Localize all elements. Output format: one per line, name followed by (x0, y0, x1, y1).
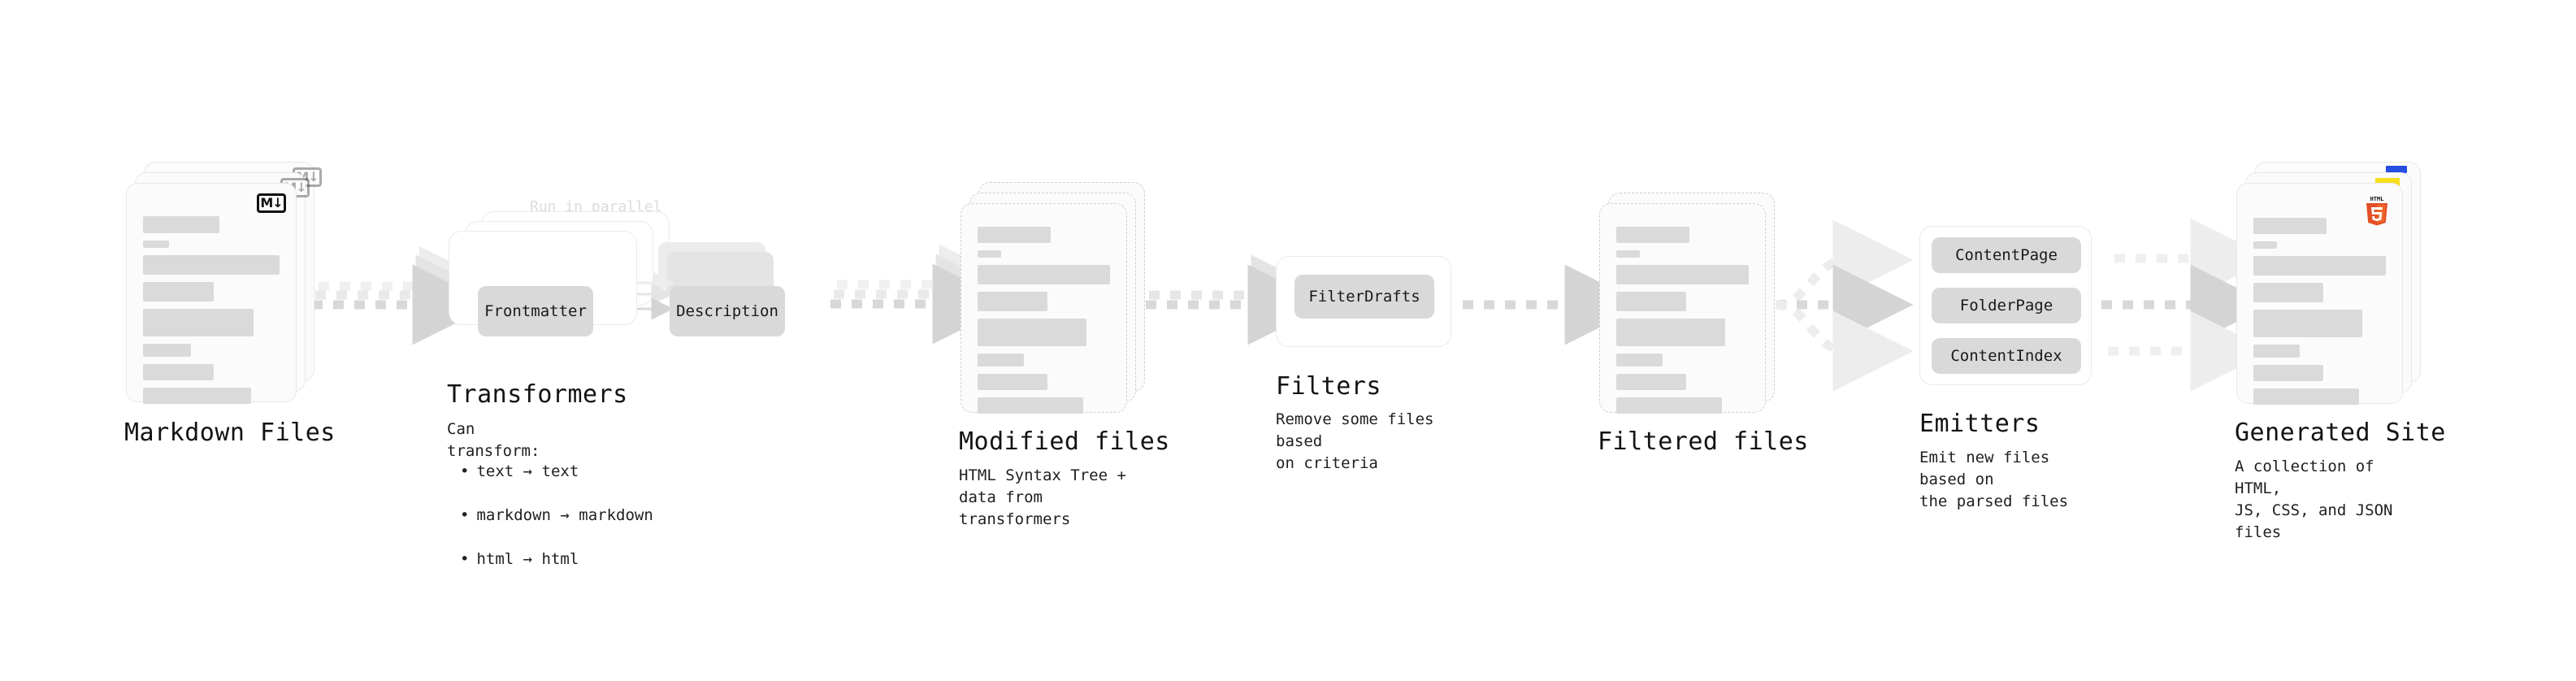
bullet-item: markdown → markdown (460, 505, 653, 527)
transformer-pill-frontmatter[interactable]: Frontmatter (478, 286, 593, 336)
emitters-group-box: ContentPage FolderPage ContentIndex (1919, 226, 2092, 385)
stage-filtered-files: Filtered files (1598, 193, 1808, 456)
file-content-placeholder (978, 227, 1110, 421)
emitter-pill-contentpage[interactable]: ContentPage (1932, 237, 2081, 273)
stage-desc-emitters: Emit new files based on the parsed files (1919, 449, 2069, 510)
html5-icon: HTML (2363, 193, 2391, 226)
stage-title-filters: Filters (1276, 372, 1381, 401)
bullet-item: text → text (460, 461, 653, 483)
stage-title-modified-files: Modified files (959, 427, 1170, 456)
run-in-parallel-label: Run in parallel (530, 198, 662, 215)
file-content-placeholder (143, 216, 280, 411)
arrow-modified-to-filters (1146, 254, 1332, 345)
filters-group-box: FilterDrafts (1276, 256, 1451, 347)
file-card-front: HTML (2236, 183, 2403, 405)
generated-card-stack: HTML (2236, 162, 2421, 405)
bullet-item: html → html (460, 549, 653, 570)
stage-desc-modified-files: HTML Syntax Tree + data from transformer… (959, 466, 1126, 528)
file-content-placeholder (1616, 227, 1749, 421)
stage-desc-transformers: Can transform: (447, 420, 540, 460)
file-card-front (1599, 203, 1766, 414)
stage-filters: FilterDrafts Filters Remove some files b… (1276, 256, 1451, 472)
stage-desc-generated-site: A collection of HTML, JS, CSS, and JSON … (2235, 458, 2393, 541)
stage-desc-filters: Remove some files based on criteria (1276, 410, 1434, 472)
arrow-transformers-to-modified (830, 244, 1020, 345)
markdown-card-stack: M↓ M↓ M↓ (126, 162, 322, 404)
svg-text:HTML: HTML (2370, 196, 2384, 202)
transformer-bullet-list: text → text markdown → markdown html → h… (460, 439, 653, 592)
filtered-card-stack (1599, 193, 1775, 414)
stage-title-filtered-files: Filtered files (1598, 427, 1809, 456)
stage-markdown-files: M↓ M↓ M↓ Markdown Files (124, 162, 335, 447)
stage-modified-files: Modified files HTML Syntax Tree + data f… (959, 182, 1169, 528)
file-card-front (961, 203, 1127, 414)
file-content-placeholder (2253, 218, 2386, 412)
stage-title-transformers: Transformers (447, 380, 628, 409)
stage-title-emitters: Emitters (1919, 410, 2040, 438)
transformer-pill-description[interactable]: Description (670, 286, 785, 336)
arrow-emitters-to-site (2101, 218, 2271, 392)
stage-emitters: ContentPage FolderPage ContentIndex Emit… (1919, 226, 2092, 510)
markdown-icon: M↓ (257, 193, 286, 213)
modified-card-stack (961, 182, 1145, 414)
arrow-filtered-to-emitters (1775, 219, 1914, 392)
stage-generated-site: HTML Generated Site (2235, 162, 2445, 541)
stage-title-generated-site: Generated Site (2235, 419, 2446, 447)
filter-pill-filterdrafts[interactable]: FilterDrafts (1295, 275, 1434, 319)
arrow-markdown-to-transformers (312, 245, 500, 345)
css-icon (2386, 166, 2407, 173)
emitter-pill-contentindex[interactable]: ContentIndex (1932, 338, 2081, 374)
file-card-front: M↓ (126, 183, 297, 404)
stage-title-markdown-files: Markdown Files (124, 419, 336, 447)
emitter-pill-folderpage[interactable]: FolderPage (1932, 288, 2081, 323)
